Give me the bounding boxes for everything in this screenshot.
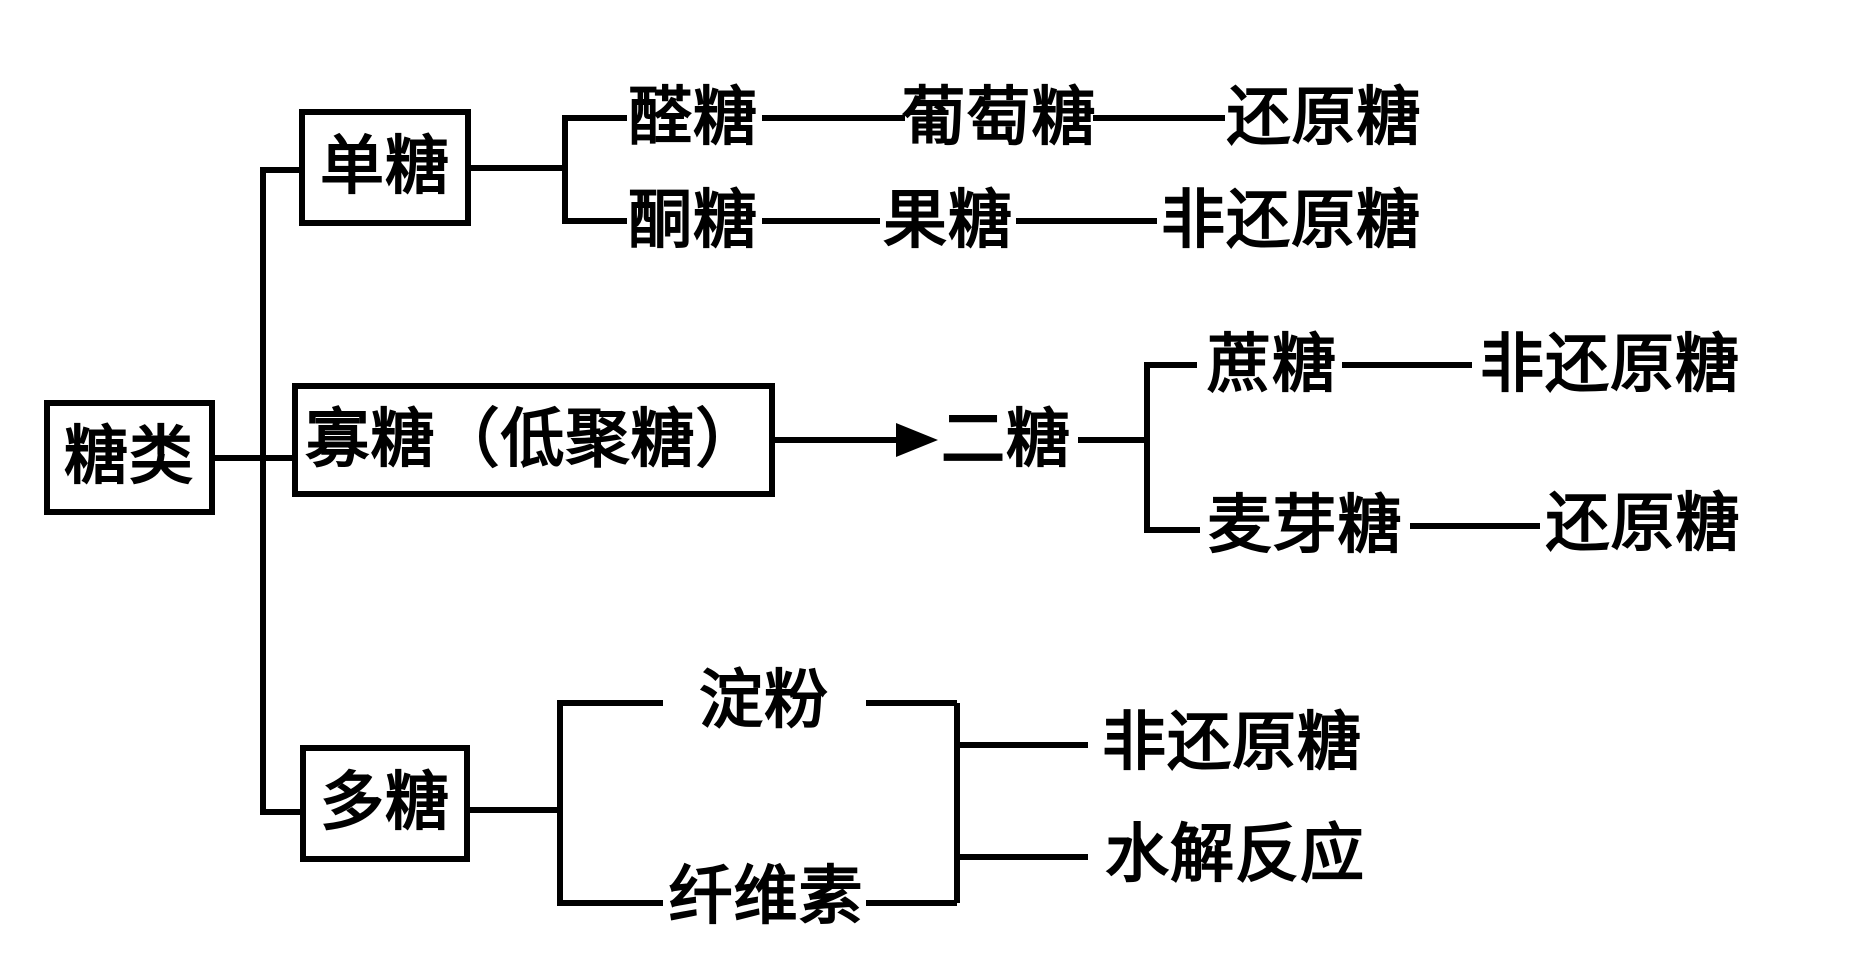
sucrose-label: 蔗糖 xyxy=(1207,329,1337,400)
oligo-node-label: 寡糖（低聚糖） xyxy=(305,404,761,475)
maltose-label: 麦芽糖 xyxy=(1207,490,1403,561)
glucose-property-label: 还原糖 xyxy=(1226,82,1422,153)
aldose-label: 醛糖 xyxy=(628,82,758,153)
poly-hydrolysis-label: 水解反应 xyxy=(1105,819,1365,890)
disaccharide-bracket xyxy=(1144,362,1200,533)
poly-node-label: 多糖 xyxy=(320,767,450,838)
poly-nonreducing-label: 非还原糖 xyxy=(1102,707,1362,778)
cellulose-label: 纤维素 xyxy=(668,861,864,932)
ketose-label: 酮糖 xyxy=(628,185,758,256)
root-node-label: 糖类 xyxy=(64,421,194,492)
maltose-property-label: 还原糖 xyxy=(1545,488,1741,559)
sucrose-property-label: 非还原糖 xyxy=(1480,329,1740,400)
trunk-line xyxy=(260,167,303,815)
disaccharide-label: 二糖 xyxy=(941,404,1071,475)
starch-label: 淀粉 xyxy=(699,665,829,736)
fructose-property-label: 非还原糖 xyxy=(1161,185,1421,256)
glucose-label: 葡萄糖 xyxy=(901,82,1097,153)
mono-bracket xyxy=(562,115,627,224)
poly-left-bracket xyxy=(557,700,663,906)
arrowhead-icon xyxy=(896,423,938,457)
poly-box xyxy=(300,745,470,862)
fructose-label: 果糖 xyxy=(883,185,1013,256)
mono-node-label: 单糖 xyxy=(320,131,450,202)
